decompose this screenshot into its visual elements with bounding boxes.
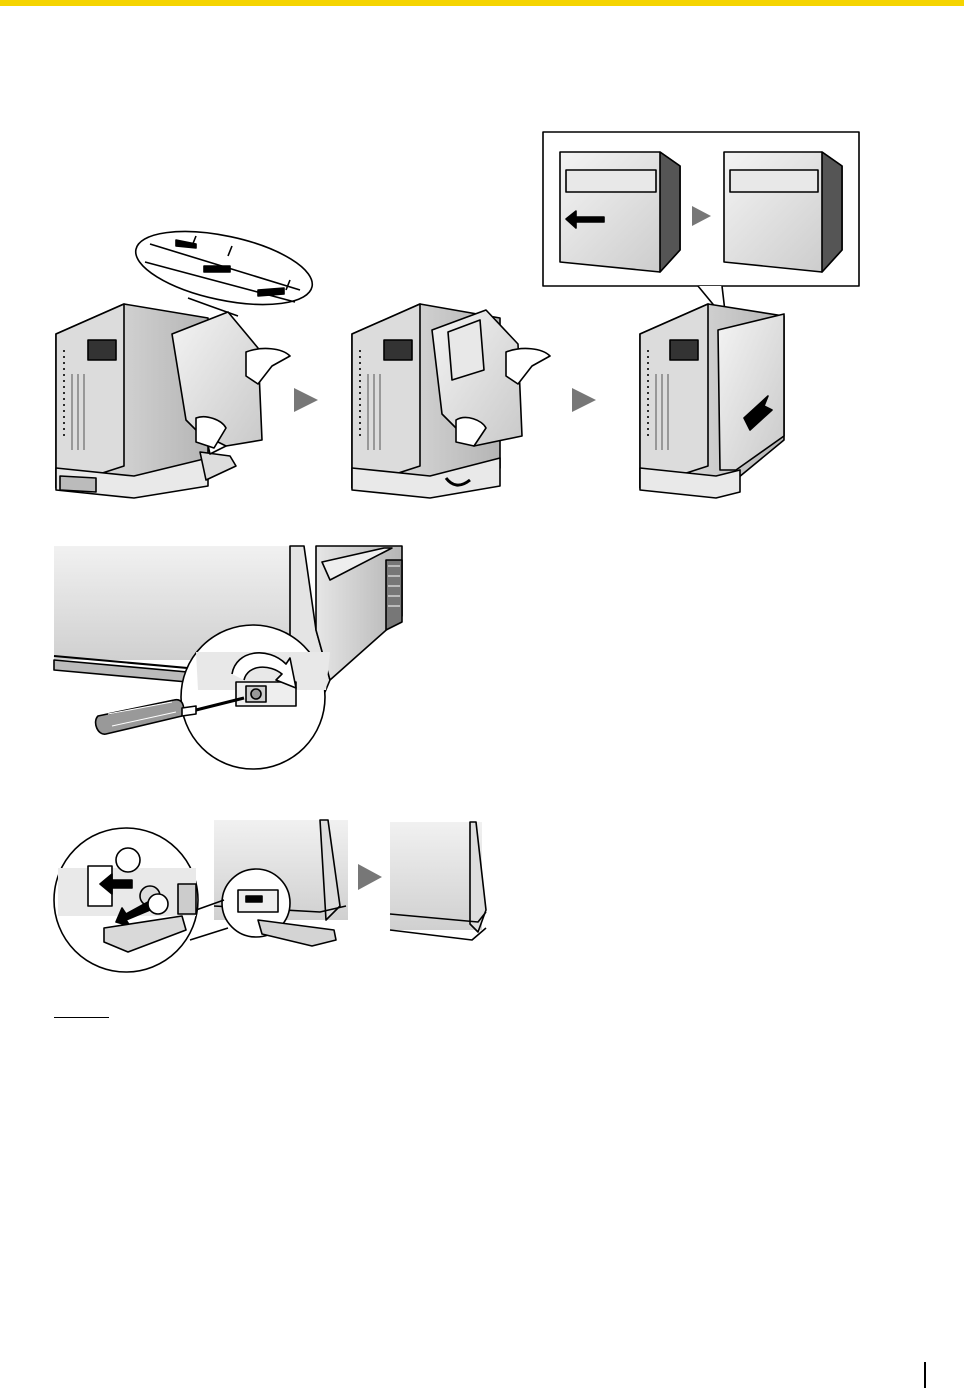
cover-front-after	[724, 152, 842, 272]
cabinet-3	[640, 304, 784, 498]
magnifier-callout-icon	[129, 218, 318, 318]
note-heading-underline	[54, 1017, 109, 1018]
callout-circle-2	[148, 894, 168, 914]
step-1-figure	[56, 132, 859, 498]
footer-rule	[924, 1362, 926, 1388]
step-3-figure	[54, 820, 486, 972]
next-step-triangle-icon	[358, 864, 382, 890]
next-step-triangle-icon	[572, 388, 596, 412]
callout-circle-1	[116, 848, 140, 872]
step-2-figure	[54, 546, 402, 769]
next-step-triangle-icon	[294, 388, 318, 412]
cover-piece-icon	[258, 920, 336, 946]
inset-callout-box	[543, 132, 859, 286]
cover-front-before	[560, 152, 680, 272]
cabinet-1	[56, 304, 290, 498]
cabinet-2	[352, 304, 550, 498]
